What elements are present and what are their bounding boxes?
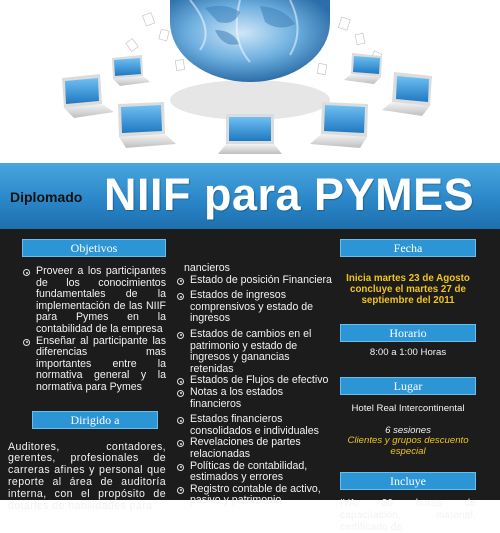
list-item: Revelaciones de partes relacionadas	[176, 437, 332, 460]
bullet-icon	[177, 486, 184, 494]
contenido-text: Registro contable de activo, pasivo y pa…	[190, 482, 321, 507]
bullet-icon	[177, 293, 184, 301]
banner-prefix: Diplomado	[10, 189, 83, 205]
content-panel: Objetivos Proveer a los participantes de…	[0, 229, 500, 533]
list-item: Registro contable de activo, pasivo y pa…	[176, 482, 332, 507]
objetivo-text: Proveer a los participantes de los conoc…	[36, 265, 166, 335]
objetivos-list: Proveer a los participantes de los conoc…	[22, 265, 166, 394]
bullet-icon	[177, 417, 184, 425]
list-item: Estados de Flujos de efectivo	[176, 375, 332, 387]
list-item: Notas a los estados financieros	[176, 385, 332, 410]
bullet-icon	[177, 277, 184, 285]
fecha-text: Inicia martes 23 de Agosto concluye el m…	[346, 273, 470, 306]
fecha-header: Fecha	[340, 239, 476, 257]
incluye-header: Incluye	[340, 472, 476, 491]
bullet-icon	[23, 338, 30, 346]
middle-column: nancieros Estado de posición Financiera …	[176, 229, 332, 507]
list-item: Estados de ingresos comprensivos y estad…	[176, 289, 332, 325]
lugar-sessions: 6 sesiones	[385, 424, 431, 436]
contenido-text: Notas a los estados financieros	[190, 385, 284, 410]
contenido-list: Estado de posición Financiera Estados de…	[176, 273, 332, 507]
bullet-icon	[23, 269, 30, 276]
right-column: Fecha Inicia martes 23 de Agosto concluy…	[340, 229, 476, 533]
bullet-icon	[177, 378, 184, 386]
left-column: Objetivos Proveer a los participantes de…	[8, 229, 166, 512]
contenido-text: Estado de posición Financiera	[190, 273, 332, 286]
objetivos-header: Objetivos	[22, 239, 166, 257]
dirigido-header: Dirigido a	[32, 410, 158, 429]
list-item: Estados de cambios en el patrimonio y es…	[176, 327, 332, 375]
dirigido-text: Auditores, contadores, gerentes, profesi…	[8, 440, 166, 512]
contenido-text: Revelaciones de partes relacionadas	[190, 436, 301, 460]
list-item: Proveer a los participantes de los conoc…	[22, 265, 166, 336]
bullet-icon	[177, 331, 184, 339]
contenido-text: Estados de cambios en el patrimonio y es…	[190, 327, 312, 375]
list-item: Estados financieros consolidados e indiv…	[176, 413, 332, 437]
hero-illustration	[0, 0, 500, 163]
contenido-text: Estados de Flujos de efectivo	[190, 374, 329, 387]
title-banner: Diplomado NIIF para PYMES	[0, 163, 500, 229]
lugar-header: Lugar	[340, 376, 476, 395]
network-globe-illustration	[62, 0, 432, 154]
bullet-icon	[177, 389, 184, 397]
horario-text: 8:00 a 1:00 Horas	[369, 347, 447, 359]
bullet-icon	[177, 463, 184, 471]
lugar-discount: Clientes y grupos descuento especial	[347, 435, 469, 457]
list-item: Enseñar al participante las diferencias …	[22, 334, 166, 394]
page-title: NIIF para PYMES	[104, 169, 475, 220]
list-item: Políticas de contabilidad, estimados y e…	[176, 459, 332, 484]
contenido-text: Estados de ingresos comprensivos y estad…	[190, 289, 314, 325]
incluye-text: IVA, 30 horas de capacitación, material,…	[340, 498, 476, 533]
laptop-icons	[62, 53, 432, 154]
contenido-text: Políticas de contabilidad, estimados y e…	[190, 459, 308, 484]
contenido-lead: nancieros	[184, 262, 230, 274]
contenido-text: Estados financieros consolidados e indiv…	[190, 413, 319, 437]
objetivo-text: Enseñar al participante las diferencias …	[36, 334, 166, 393]
lugar-venue: Hotel Real Intercontinental	[351, 402, 465, 414]
globe-icon	[170, 0, 330, 120]
list-item: Estado de posición Financiera	[176, 273, 332, 287]
bullet-icon	[177, 440, 184, 448]
horario-header: Horario	[340, 324, 476, 343]
